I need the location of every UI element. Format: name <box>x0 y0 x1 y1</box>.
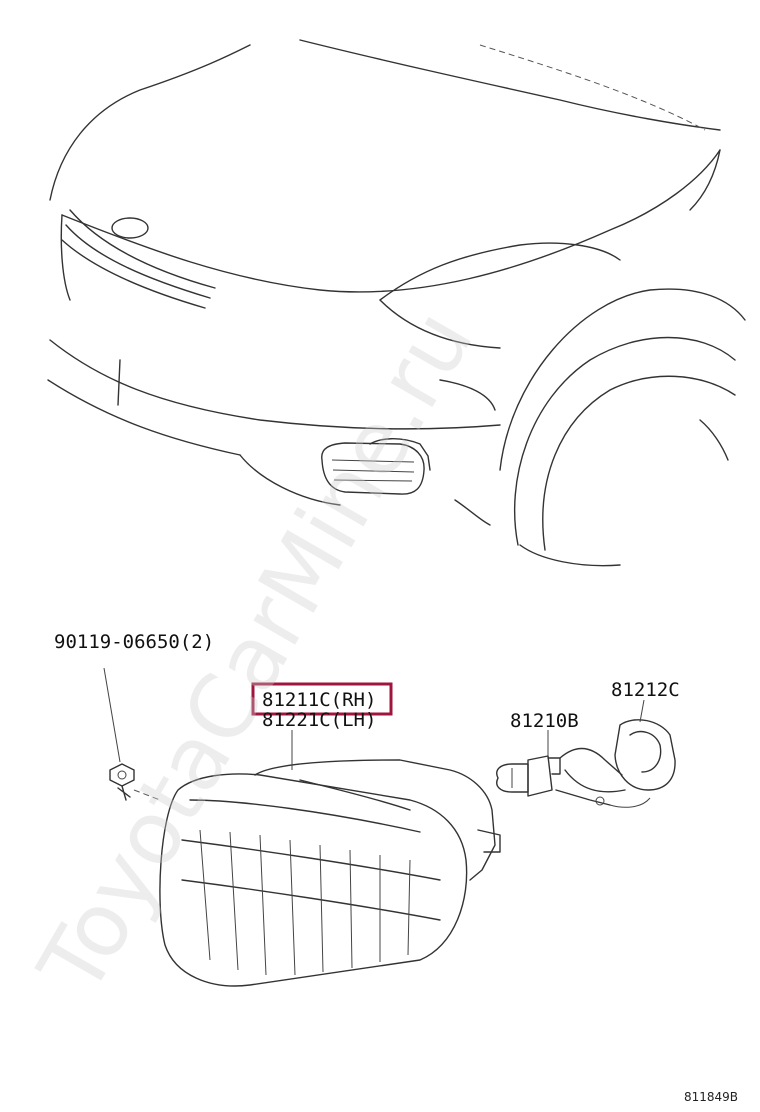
bolt-leader-line <box>103 667 121 763</box>
bolt-part <box>109 763 135 801</box>
lamp-rh-part-number[interactable]: 81211C(RH) <box>262 689 376 711</box>
lamp-lh-part-number[interactable]: 81221C(LH) <box>262 709 376 731</box>
socket-part-number[interactable]: 81212C <box>611 679 680 701</box>
vehicle-front-illustration <box>47 39 746 567</box>
bolt-install-line <box>133 789 161 801</box>
fog-lamp-on-vehicle <box>321 438 431 495</box>
highlight-box <box>251 682 393 716</box>
bulb-part-number[interactable]: 81210B <box>510 710 579 732</box>
bolt-part-number[interactable]: 90119-06650(2) <box>54 631 214 653</box>
socket-leader-line <box>639 699 645 723</box>
diagram-code: 811849B <box>684 1090 738 1104</box>
socket-harness-part <box>555 719 676 808</box>
bulb-part <box>496 755 561 797</box>
fog-lamp-assembly <box>159 759 501 987</box>
